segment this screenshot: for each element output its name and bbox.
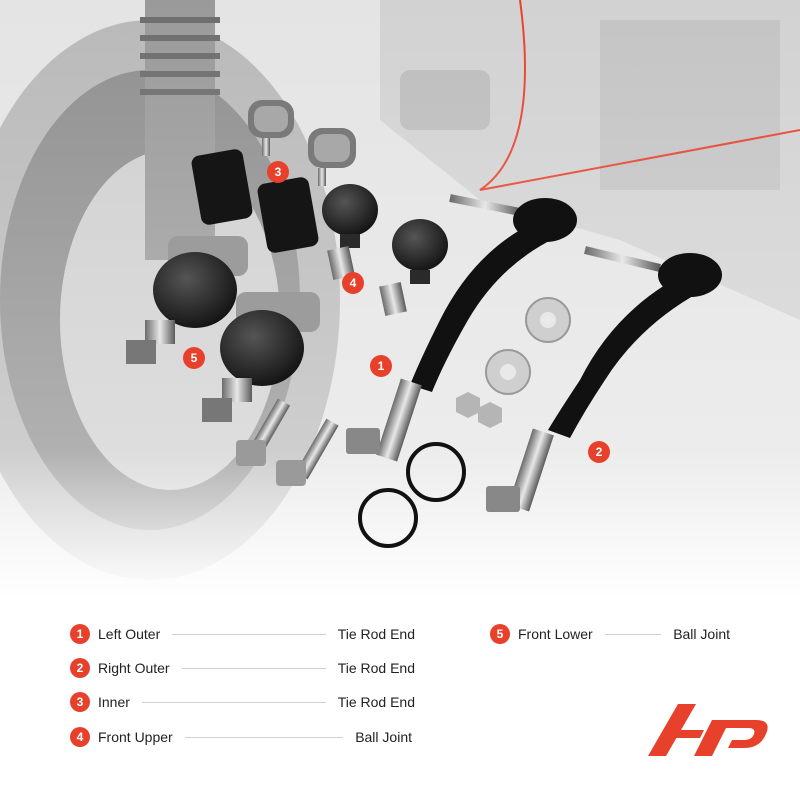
callout-5: 5 [183, 347, 205, 369]
left-outer-tie-rod-end-part [346, 194, 577, 462]
legend-badge: 1 [70, 624, 90, 644]
legend-type-label: Ball Joint [673, 626, 730, 642]
front-lower-ball-joint-part [126, 236, 320, 422]
callout-1: 1 [370, 355, 392, 377]
legend-item-right-outer: 2 Right Outer Tie Rod End [70, 656, 415, 680]
front-upper-ball-joint-part [322, 184, 448, 316]
legend-type-label: Ball Joint [355, 729, 412, 745]
legend-item-left-outer: 1 Left Outer Tie Rod End [70, 622, 415, 646]
legend-divider [184, 736, 344, 738]
callout-5-label: 5 [191, 351, 198, 365]
legend-type-label: Tie Rod End [337, 660, 415, 676]
legend-badge: 3 [70, 692, 90, 712]
callout-4: 4 [342, 272, 364, 294]
inner-tie-rod-end-part [191, 100, 356, 253]
legend-badge: 5 [490, 624, 510, 644]
bolts-part [236, 398, 339, 486]
callout-2-label: 2 [596, 445, 603, 459]
legend-item-inner: 3 Inner Tie Rod End [70, 690, 415, 714]
callout-3: 3 [267, 161, 289, 183]
hardware-part [358, 297, 571, 548]
legend-part-label: Left Outer [98, 626, 161, 642]
legend-part-label: Front Lower [518, 626, 593, 642]
callout-3-label: 3 [275, 165, 282, 179]
legend-item-front-upper: 4 Front Upper Ball Joint [70, 725, 412, 749]
legend-divider [141, 701, 326, 703]
legend-part-label: Inner [98, 694, 130, 710]
legend-item-front-lower: 5 Front Lower Ball Joint [490, 622, 730, 646]
callout-1-label: 1 [378, 359, 385, 373]
callout-2: 2 [588, 441, 610, 463]
legend-divider [181, 667, 326, 669]
legend-badge: 4 [70, 727, 90, 747]
right-outer-tie-rod-end-part [486, 246, 722, 512]
legend-divider [172, 633, 326, 635]
callout-4-label: 4 [350, 276, 357, 290]
legend-type-label: Tie Rod End [337, 626, 415, 642]
brand-logo-icon [648, 704, 768, 756]
legend-part-label: Front Upper [98, 729, 173, 745]
legend-type-label: Tie Rod End [337, 694, 415, 710]
legend-part-label: Right Outer [98, 660, 170, 676]
legend-divider [604, 633, 662, 635]
product-photo: 3 4 5 1 2 [0, 0, 800, 600]
legend-badge: 2 [70, 658, 90, 678]
